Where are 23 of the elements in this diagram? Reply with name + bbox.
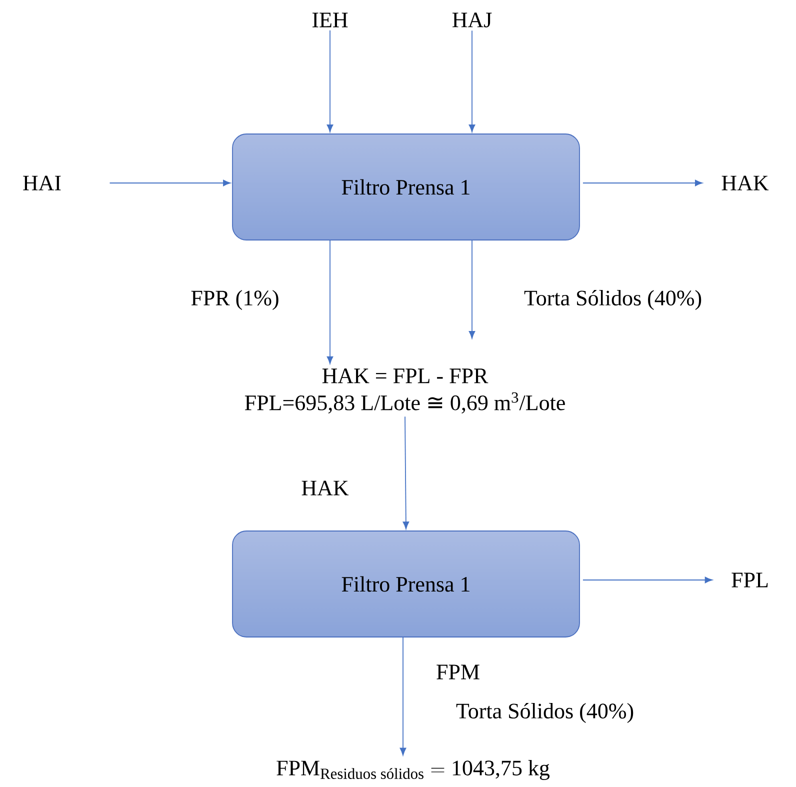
arrow [400, 637, 406, 756]
edge-label: Torta Sólidos (40%) [524, 290, 702, 310]
arrow [326, 30, 334, 132]
arrow [582, 576, 712, 584]
flow-label: Torta Sólidos (40%) [456, 703, 634, 723]
process-box: Filtro Prensa 1 [232, 530, 580, 638]
arrow [326, 240, 334, 364]
edge-label: FPR (1%) [191, 290, 278, 310]
stream-label: FPL [732, 572, 768, 588]
edge-label: HAK [302, 480, 349, 496]
arrow [582, 180, 703, 186]
arrow [468, 30, 476, 132]
stream-label: IEH [312, 12, 348, 28]
arrow [402, 416, 410, 530]
process-box: Filtro Prensa 1 [232, 134, 580, 240]
stream-label: HAK [722, 176, 769, 190]
stream-label: HAJ [452, 12, 492, 28]
edge-label: FPM [436, 664, 480, 680]
arrow [109, 180, 231, 186]
arrow [468, 240, 476, 339]
stream-label: HAK = FPL - FPR FPL=695,83 L/Lote ≅ 0,69 m$^{3}$/Lote [244, 368, 565, 414]
stream-label: $\text{FPM}_{\text{Residuos sólidos}} = \text{1043,75 kg}$ [276, 760, 550, 780]
stream-label: HAI [23, 176, 61, 190]
